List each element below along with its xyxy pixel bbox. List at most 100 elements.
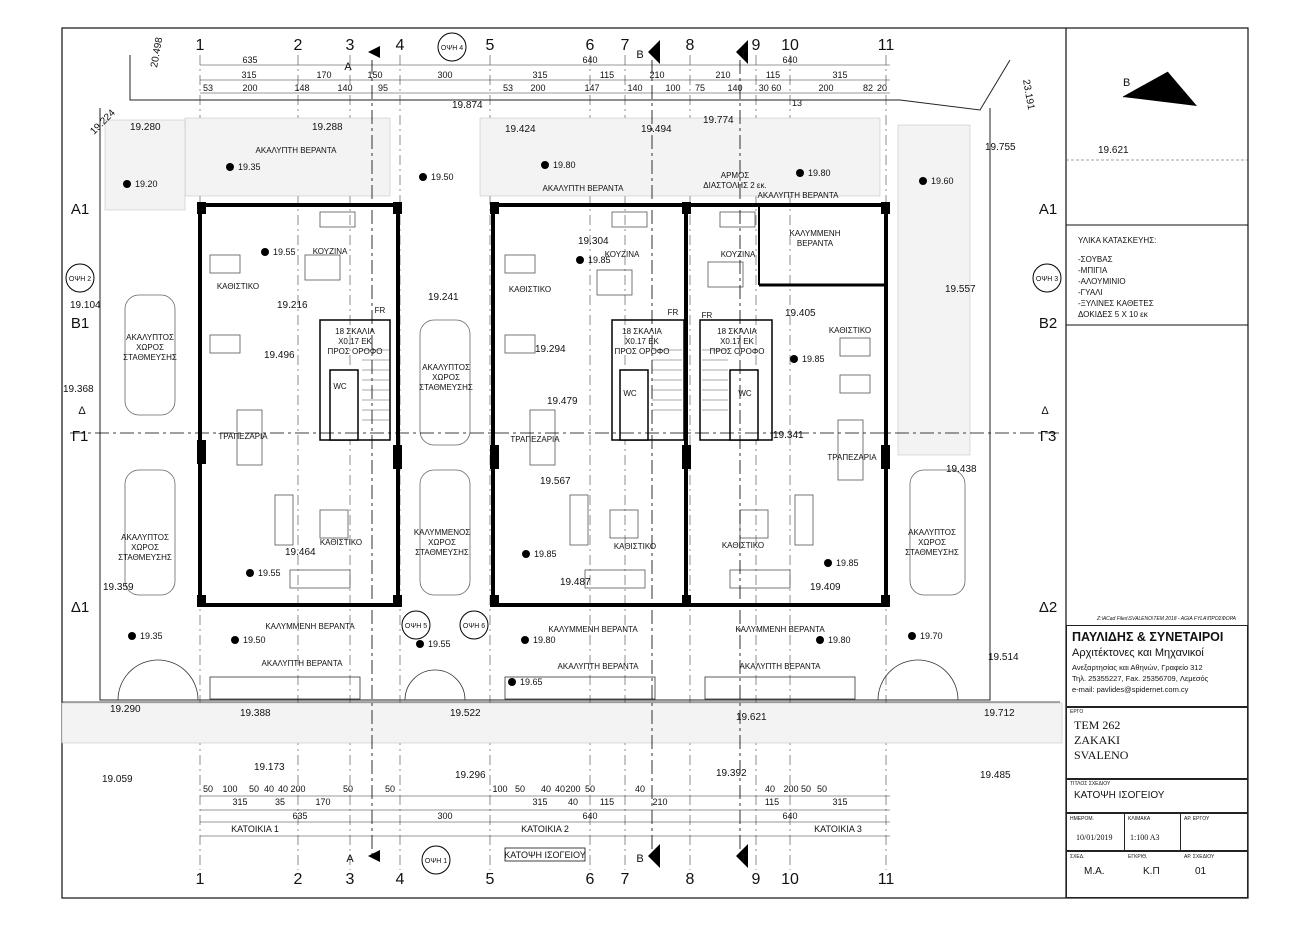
section-lines [70,60,1060,860]
room-label: FR [702,311,713,320]
dimension-text: 315 [232,797,247,807]
view-label: ΟΨΗ 3 [1036,276,1058,283]
spot-level: 19.755 [985,142,1016,153]
level-text: 19.85 [836,558,859,568]
grid-number-top: 8 [686,37,695,54]
level-text: 19.35 [140,631,163,641]
spot-level: 19.388 [240,708,271,719]
grid-number-bottom: 5 [486,871,495,888]
project-line: SVALENO [1074,748,1129,762]
grid-number-top: 11 [878,37,895,54]
room-label: ΚΟΥΖΙΝΑ [313,247,348,256]
room-label: ΑΚΑΛΥΠΤΗ ΒΕΡΑΝΤΑ [543,184,625,193]
dimension-text: 140 [727,83,742,93]
room-label: Χ0.17 ΕΚ [625,337,659,346]
grid-row-right: Β2 [1039,315,1057,332]
grid-number-bottom: 10 [781,871,799,888]
grid-number-top: 6 [586,37,595,54]
room-label: ΣΤΑΘΜΕΥΣΗΣ [123,353,177,362]
room-label: ΧΩΡΟΣ [432,373,460,382]
spot-level: 19.438 [946,464,977,475]
dimension-text: 53 [503,83,513,93]
info-row-1 [1066,813,1248,851]
dimension-text: 170 [316,70,331,80]
project-label: ΕΡΓΟ [1070,709,1084,715]
material-item: -ΜΠΙΓΙΑ [1078,266,1108,275]
room-label: ΧΩΡΟΣ [428,538,456,547]
dimension-text: 115 [600,70,614,80]
material-item: -ΣΟΥΒΑΣ [1078,255,1113,264]
spot-level: 19.241 [428,292,459,303]
grid-number-bottom: 11 [878,871,895,888]
room-label: 18 ΣΚΑΛΙΑ [622,327,662,336]
level-marker-icon [231,636,239,644]
level-text: 19.80 [808,168,831,178]
room-label: ΤΡΑΠΕΖΑΡΙΑ [218,432,268,441]
level-text: 19.70 [920,631,943,641]
spot-level: 19.280 [130,122,161,133]
level-text: 19.85 [802,354,825,364]
spot-level: 19.479 [547,396,578,407]
level-marker-icon [261,248,269,256]
dimension-text: 50 [585,784,595,794]
spot-level: 19.514 [988,652,1019,663]
dimension-text: 40 [568,797,578,807]
grid-number-bottom: 4 [396,871,405,888]
room-label: ΚΑΛΥΜΜΕΝΗ ΒΕΡΑΝΤΑ [548,625,638,634]
spot-level: 19.290 [110,704,141,715]
material-item: -ΞΥΛΙΝΕΣ ΚΑΘΕΤΕΣ [1078,299,1154,308]
room-label: ΚΑΘΙΣΤΙΚΟ [217,282,259,291]
dimension-text: 20 [877,83,887,93]
dimension-text: 100 [665,83,680,93]
spot-level: 19.059 [102,774,133,785]
dimension-text: 200 [242,83,257,93]
grid-number-bottom: 2 [294,871,303,888]
dimension-text: 640 [582,55,597,65]
spot-level: 19.567 [540,476,571,487]
dimension-text: 148 [294,83,309,93]
room-label: ΑΚΑΛΥΠΤΗ ΒΕΡΑΝΤΑ [758,191,840,200]
drawing-title: ΚΑΤΟΨΗ ΙΣΟΓΕΙΟΥ [1074,790,1165,801]
spot-level: 19.522 [450,708,481,719]
north-arrow-icon [1122,71,1197,106]
section-letter: Α [344,61,352,73]
room-label: WC [623,389,637,398]
top-dimension-lines [200,64,890,837]
section-arrows [368,40,748,868]
dimension-text: 315 [532,797,547,807]
sheet-value: 01 [1195,866,1207,877]
level-text: 19.55 [428,639,451,649]
level-marker-icon [816,636,824,644]
spot-level: 19.621 [1098,145,1129,156]
section-letter: Γ [742,853,748,865]
room-label: ΤΡΑΠΕΖΑΡΙΑ [510,435,560,444]
room-label: ΚΟΥΖΙΝΑ [721,250,756,259]
room-label: ΣΤΑΘΜΕΥΣΗΣ [415,548,469,557]
dimension-text: 100 [222,784,237,794]
spot-level: 19.296 [455,770,486,781]
dimension-text: 50 [515,784,525,794]
level-marker-icon [416,640,424,648]
dimension-text: 50 [817,784,827,794]
spot-level: 19.368 [63,384,94,395]
material-item: ΔΟΚΙΔΕΣ 5 Χ 10 εκ [1078,310,1148,319]
view-label: ΟΨΗ 2 [69,276,91,283]
spot-level: 19.104 [70,300,101,311]
room-label: ΚΑΛΥΜΜΕΝΗ [790,229,841,238]
grid-number-top: 2 [294,37,303,54]
level-text: 19.35 [238,162,261,172]
dimension-text: 115 [600,797,614,807]
drawing-title-box [1066,779,1248,813]
spot-level: 19.487 [560,577,591,588]
room-label: ΚΑΛΥΜΜΕΝΗ ΒΕΡΑΝΤΑ [735,625,825,634]
dimension-text: 315 [832,70,847,80]
date-label: ΗΜΕΡΟΜ. [1070,816,1094,822]
spot-level: 20.498 [149,36,165,68]
room-label: Χ0.17 ΕΚ [720,337,754,346]
drawing-title-label: ΤΙΤΛΟΣ ΣΧΕΔΙΟΥ [1070,781,1111,787]
file-path: Z:\ACad Files\SVALENO\TEM 2018 - AGIA FY… [1096,616,1237,622]
grid-number-top: 7 [621,37,630,54]
room-label: ΑΡΜΟΣ [721,171,750,180]
room-label: ΑΚΑΛΥΠΤΟΣ [908,528,956,537]
